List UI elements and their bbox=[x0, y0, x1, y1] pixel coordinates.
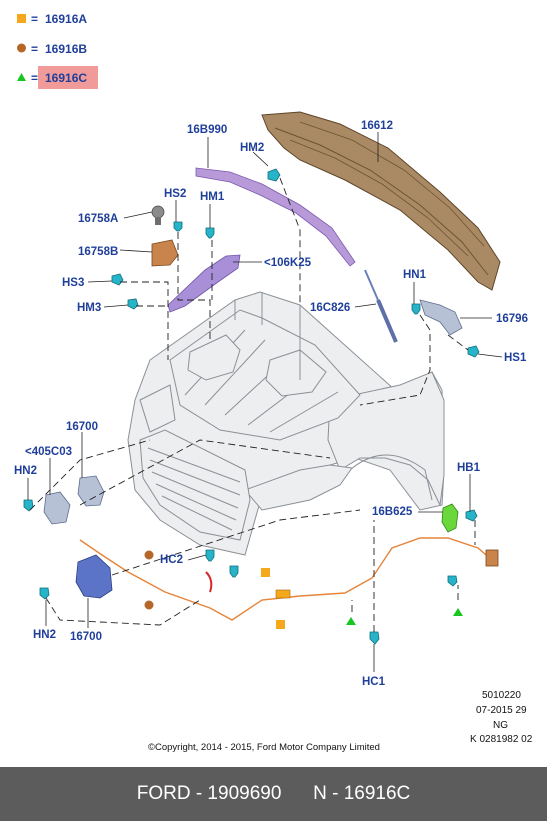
label-405C03: <405C03 bbox=[25, 446, 72, 458]
hood-hinge-16796 bbox=[419, 299, 463, 336]
marker-triangle-1 bbox=[346, 617, 356, 625]
legend: = 16916A = 16916B = 16916C bbox=[17, 12, 98, 89]
label-16612: 16612 bbox=[361, 120, 393, 132]
label-HN2-top: HN2 bbox=[14, 465, 37, 477]
marker-triangle-2 bbox=[453, 608, 463, 616]
clip-HN2-top bbox=[23, 499, 34, 512]
clip-HM3 bbox=[127, 298, 139, 310]
label-HM2: HM2 bbox=[240, 142, 264, 154]
legend-highlight bbox=[38, 66, 98, 89]
clip-HS1 bbox=[467, 345, 480, 358]
meta-line4: K 0281982 02 bbox=[470, 734, 533, 745]
release-handle-red bbox=[205, 571, 213, 593]
legend-eq-a: = bbox=[31, 12, 38, 26]
marker-circle-1 bbox=[144, 550, 154, 560]
clip-HC1 bbox=[369, 631, 380, 645]
footer-spacer bbox=[281, 783, 313, 805]
label-16B990: 16B990 bbox=[187, 124, 227, 136]
label-HN1: HN1 bbox=[403, 269, 427, 281]
label-16C826: 16C826 bbox=[310, 302, 350, 314]
assembly-guide-lines bbox=[29, 177, 476, 632]
legend-code-b: 16916B bbox=[45, 42, 87, 56]
clip-HM1 bbox=[205, 227, 215, 239]
meta-line2: 07-2015 29 bbox=[476, 705, 527, 716]
vehicle-front-body bbox=[127, 291, 445, 556]
clip-HS2 bbox=[173, 221, 183, 232]
marker-square-2 bbox=[276, 620, 285, 629]
hood-release-cable bbox=[79, 537, 493, 621]
legend-triangle-marker bbox=[17, 73, 26, 81]
meta-line3: NG bbox=[493, 720, 508, 731]
legend-code-c: 16916C bbox=[45, 71, 87, 85]
label-HN2-bottom: HN2 bbox=[33, 629, 56, 641]
label-HC1: HC1 bbox=[362, 676, 386, 688]
clip-cable-right bbox=[447, 575, 458, 587]
label-16B625: 16B625 bbox=[372, 506, 413, 518]
copyright-notice: ©Copyright, 2014 - 2015, Ford Motor Comp… bbox=[148, 742, 380, 753]
hood-latch-16700-top bbox=[77, 475, 105, 507]
legend-eq-c: = bbox=[31, 71, 38, 85]
hood-front-seal-16B990 bbox=[195, 167, 356, 267]
footer-part-number: FORD - 1909690 bbox=[136, 783, 282, 804]
label-HS3: HS3 bbox=[62, 277, 84, 289]
marker-circle-2 bbox=[144, 600, 154, 610]
footer-item-code: N - 16916C bbox=[313, 783, 411, 804]
legend-code-a: 16916A bbox=[45, 12, 87, 26]
label-HM1: HM1 bbox=[200, 191, 225, 203]
bumper-16758A bbox=[151, 205, 165, 225]
clip-HC2 bbox=[205, 549, 215, 562]
cable-grommet-16B625 bbox=[441, 503, 459, 533]
exploded-parts-diagram: = 16916A = 16916B = 16916C bbox=[14, 12, 533, 753]
clip-HC2b bbox=[229, 565, 239, 578]
label-HB1: HB1 bbox=[457, 462, 481, 474]
label-HS1: HS1 bbox=[504, 352, 527, 364]
hood-latch-16700-bottom bbox=[75, 554, 113, 599]
label-16758B: 16758B bbox=[78, 246, 118, 258]
bumper-pad-16758B bbox=[151, 239, 179, 267]
clip-HN2-bottom bbox=[39, 587, 50, 600]
footer-bar: FORD - 1909690 N - 16916C bbox=[0, 767, 547, 821]
hood-panel bbox=[261, 111, 501, 291]
label-16796: 16796 bbox=[496, 313, 528, 325]
part-labels: 16B990 16612 HM2 HS2 HM1 16758A 16758B <… bbox=[14, 120, 528, 688]
marker-square-1 bbox=[261, 568, 270, 577]
clip-HB1 bbox=[465, 509, 478, 522]
bonnet-seal-106K25 bbox=[167, 254, 241, 313]
clip-HS3 bbox=[111, 273, 124, 286]
clip-HN1 bbox=[411, 303, 421, 315]
label-16758A: 16758A bbox=[78, 213, 118, 225]
latch-cover-405C03 bbox=[43, 491, 71, 525]
cable-end-bracket bbox=[485, 549, 499, 567]
clip-HM2 bbox=[267, 168, 281, 182]
label-16700-top: 16700 bbox=[66, 421, 98, 433]
legend-square-marker bbox=[17, 14, 26, 23]
hood-strut-16C826 bbox=[364, 269, 398, 343]
label-HM3: HM3 bbox=[77, 302, 101, 314]
meta-line1: 5010220 bbox=[482, 690, 521, 701]
leader-lines bbox=[27, 132, 503, 672]
drawing-meta: 5010220 07-2015 29 NG K 0281982 02 bbox=[470, 690, 533, 745]
label-HS2: HS2 bbox=[164, 188, 186, 200]
label-HC2: HC2 bbox=[160, 554, 183, 566]
cable-clip-orange bbox=[275, 589, 291, 599]
label-106K25: <106K25 bbox=[264, 257, 312, 269]
label-16700-bottom: 16700 bbox=[70, 631, 102, 643]
legend-circle-marker bbox=[17, 43, 26, 53]
legend-eq-b: = bbox=[31, 42, 38, 56]
